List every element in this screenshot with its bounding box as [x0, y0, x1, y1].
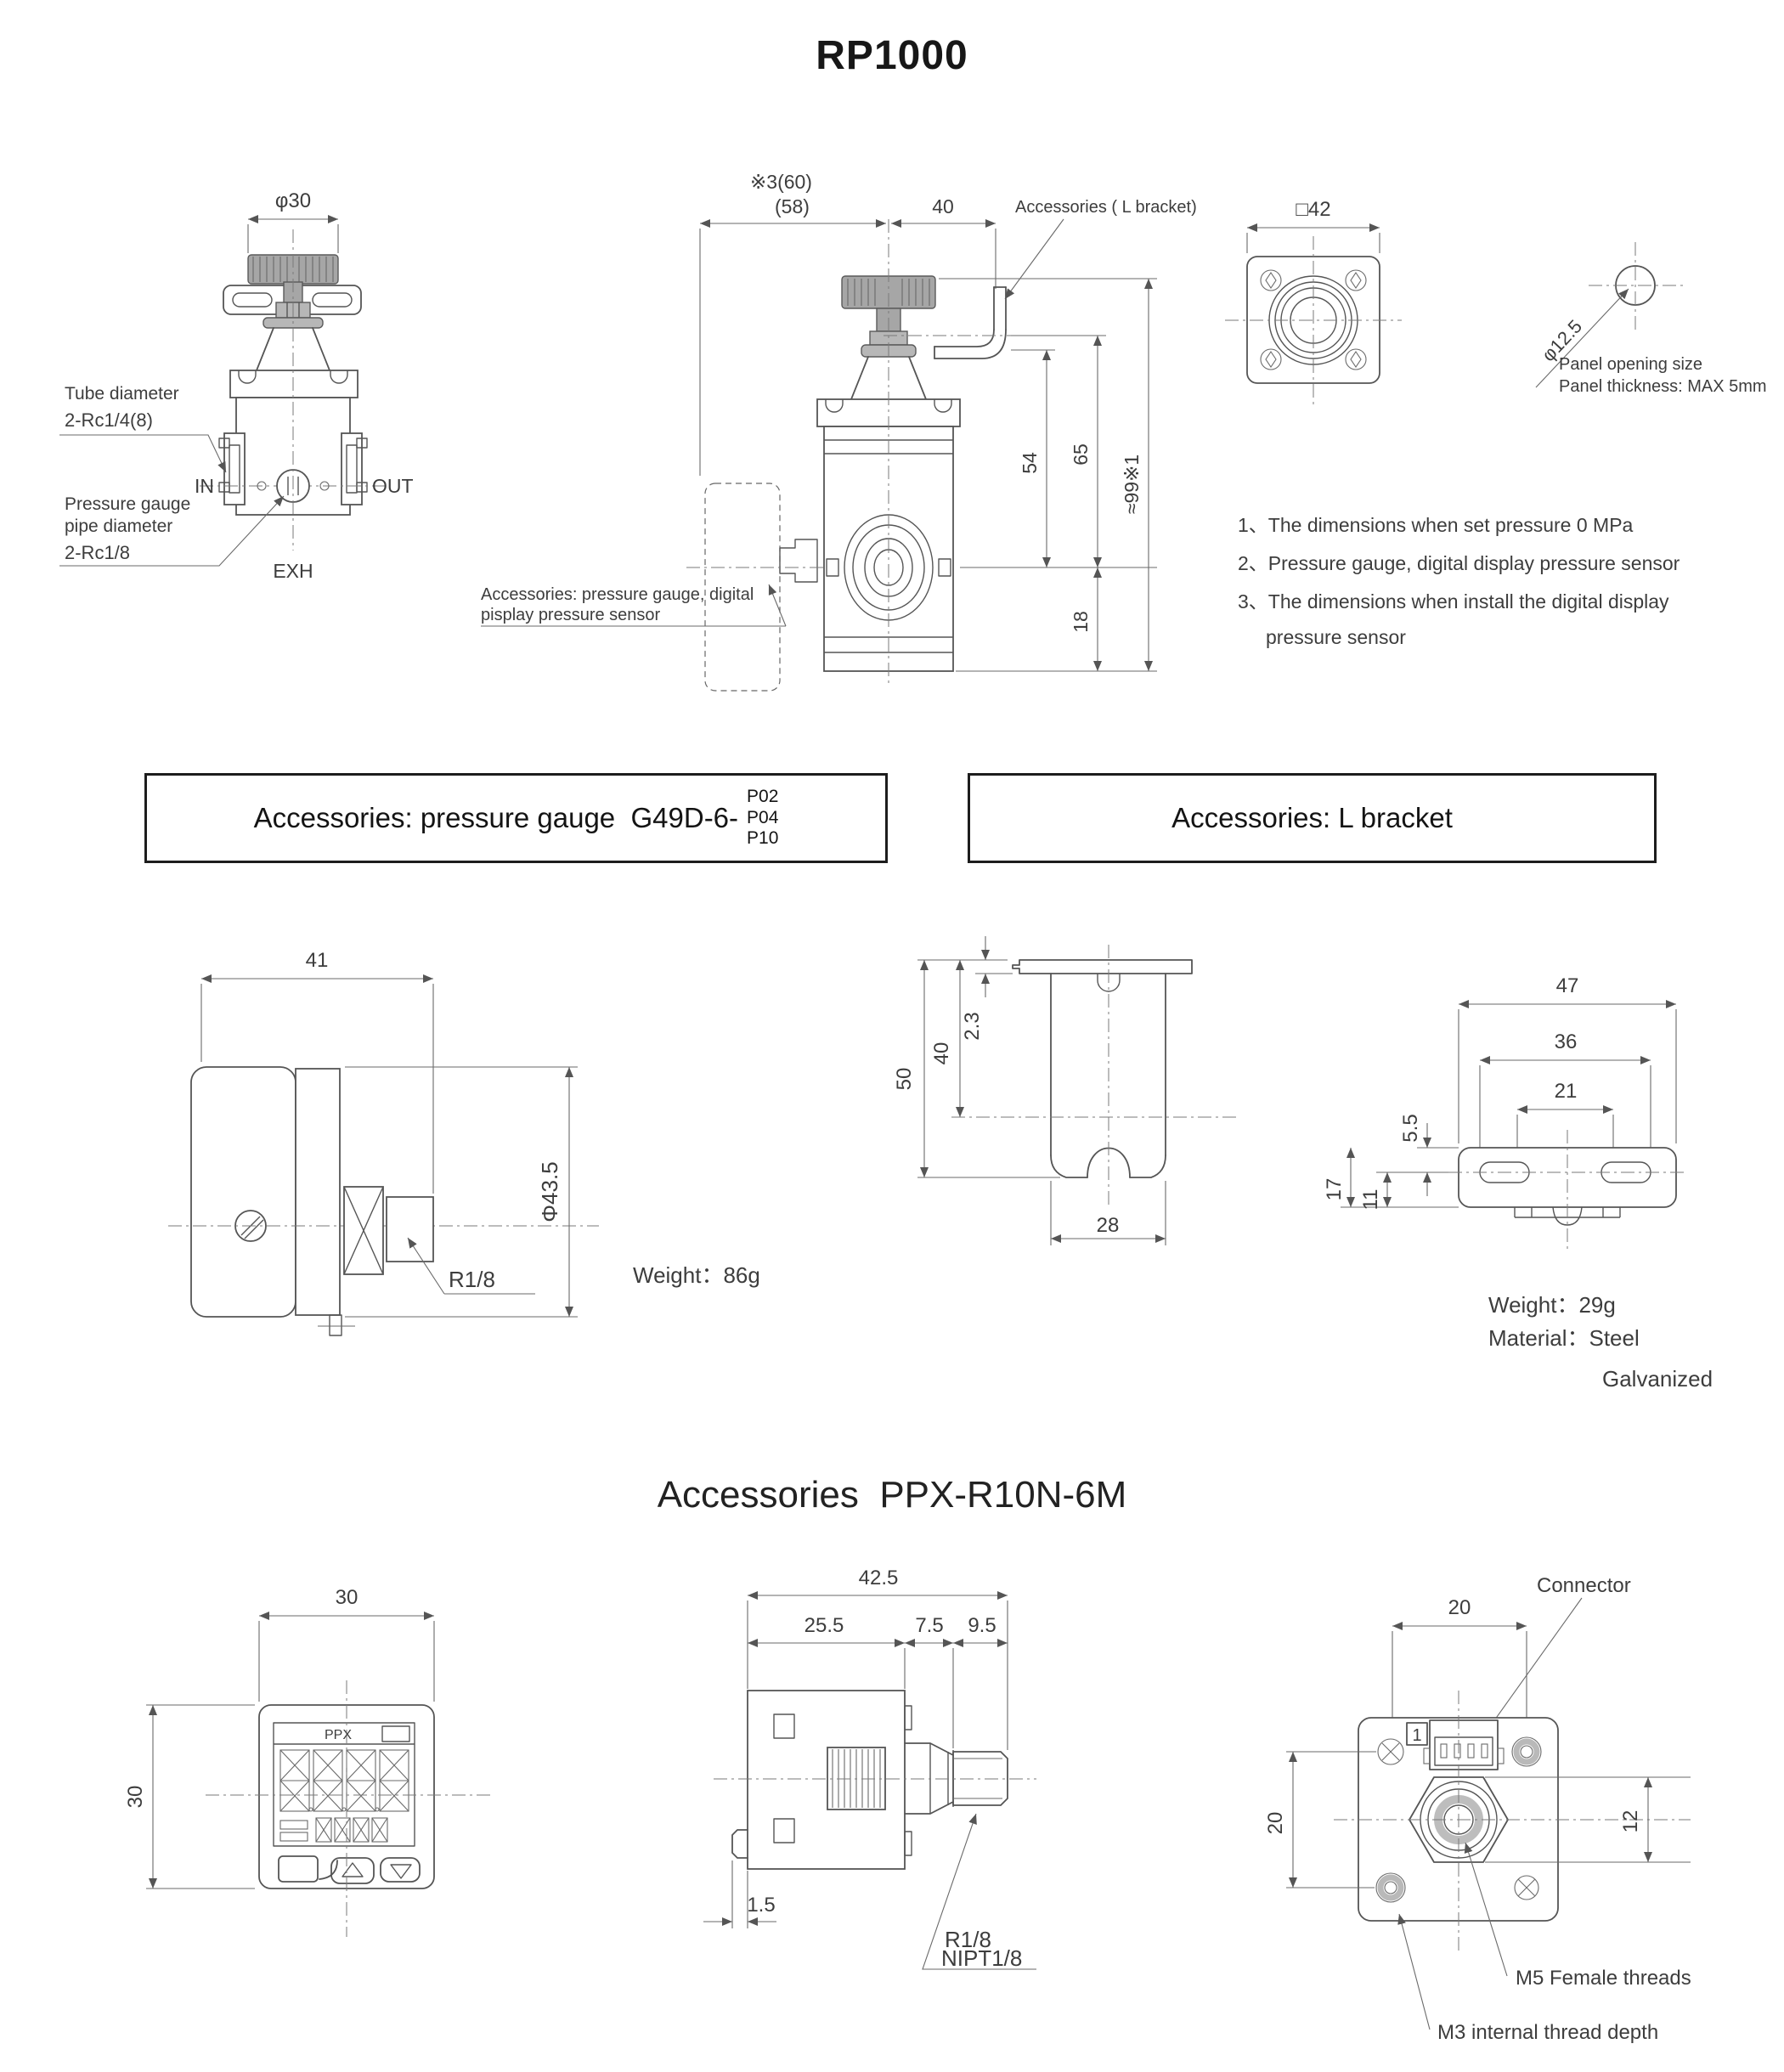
- gauge-accessory-title-box: Accessories: pressure gauge G49D-6- P02 …: [144, 773, 888, 863]
- in-port-label: IN: [195, 475, 214, 497]
- dim-40-label: 40: [930, 1042, 953, 1065]
- bracket-box-title: Accessories: L bracket: [1171, 802, 1453, 833]
- note-3-line1: 3、The dimensions when install the digita…: [1238, 590, 1669, 613]
- ppx-back-linework: [1286, 1597, 1691, 2030]
- ppx-front-linework: [146, 1612, 493, 1937]
- dim-65-label: 65: [1070, 443, 1092, 466]
- gauge-linework: [168, 974, 599, 1336]
- dim-phi435-label: Φ43.5: [537, 1161, 562, 1222]
- dim-phi30-label: φ30: [275, 189, 311, 212]
- dim-11-label: 11: [1359, 1189, 1382, 1211]
- gauge-pipe-label-2: pipe diameter: [65, 517, 172, 536]
- dim-18-label: 18: [1070, 611, 1092, 633]
- ppx-back-dim-top-label: 20: [1448, 1596, 1471, 1619]
- dim-41-label: 41: [306, 949, 329, 972]
- connector-label: Connector: [1537, 1574, 1631, 1597]
- dim-55-label: 5.5: [1399, 1114, 1422, 1142]
- m3-thread-label: M3 internal thread depth: [1437, 2021, 1658, 2044]
- front-view-drawing: φ30 Tube diameter 2-Rc1/4(8) Pressure ga…: [59, 189, 414, 582]
- page-title: RP1000: [816, 33, 968, 78]
- gauge-option-p10: P10: [747, 828, 779, 849]
- gauge-option-p02: P02: [747, 786, 779, 806]
- gauge-box-title: Accessories: pressure gauge G49D-6-: [253, 802, 739, 833]
- r18-label: R1/8: [449, 1267, 495, 1292]
- dim-50-label: 50: [893, 1068, 916, 1091]
- side-view-linework: [481, 218, 1157, 692]
- dim-square42-label: □42: [1296, 198, 1330, 221]
- exh-port-label: EXH: [273, 560, 313, 582]
- ppx-dim-width-label: 30: [336, 1586, 358, 1609]
- panel-cutout-drawing: □42 φ12.5 Panel opening size Panel thick…: [1225, 198, 1767, 648]
- ppx-r18-label: R1/8: [945, 1927, 991, 1952]
- dim-58-label: (58): [775, 195, 810, 217]
- dim-17-label: 17: [1323, 1178, 1346, 1201]
- pressure-gauge-drawing: 41 Φ43.5 R1/8 Weight：86g: [168, 949, 760, 1336]
- panel-cutout-linework: [1225, 223, 1684, 406]
- accessory-note-line2: pisplay pressure sensor: [481, 606, 661, 624]
- dim-36-label: 36: [1555, 1030, 1578, 1053]
- bracket-side-linework: [1341, 1000, 1686, 1251]
- ppx-dim-height-label: 30: [124, 1786, 147, 1809]
- note-1: 1、The dimensions when set pressure 0 MPa: [1238, 514, 1634, 536]
- ppx-back-dim-left-label: 20: [1264, 1812, 1287, 1835]
- gauge-weight-label: Weight：86g: [633, 1262, 760, 1288]
- ppx-back-dim-right-label: 12: [1619, 1810, 1642, 1833]
- note-3-line2: pressure sensor: [1266, 626, 1406, 648]
- bracket-accessory-label: Accessories ( L bracket): [1015, 198, 1197, 217]
- m5-threads-label: M5 Female threads: [1516, 1967, 1691, 1990]
- dim-99-label: ≈99※1: [1121, 454, 1143, 514]
- ppx-side-drawing: 42.5 25.5 7.5 9.5 1.5 R1/8 NIPT1/8: [703, 1567, 1036, 1971]
- dim-40-label: 40: [932, 195, 954, 217]
- dim-21-label: 21: [1555, 1080, 1578, 1103]
- out-port-label: OUT: [372, 475, 414, 497]
- gauge-thread-label: 2-Rc1/8: [65, 542, 130, 563]
- dim-60-label: ※3(60): [750, 171, 812, 193]
- ppx-npt-label: NIPT1/8: [941, 1945, 1022, 1971]
- ppx-section-title: Accessories PPX-R10N-6M: [657, 1474, 1127, 1516]
- dim-54-label: 54: [1019, 452, 1041, 474]
- ppx-side-linework: [703, 1591, 1036, 1970]
- dim-47-label: 47: [1556, 974, 1579, 997]
- ppx-dim-75-label: 7.5: [915, 1614, 943, 1637]
- bracket-front-linework: [917, 936, 1240, 1245]
- bracket-accessory-title-box: Accessories: L bracket: [968, 773, 1657, 863]
- l-bracket-side-drawing: 47 36 21 5.5 17 11 Weight：29g Material：S…: [1323, 974, 1713, 1392]
- ppx-dim-255-label: 25.5: [804, 1614, 844, 1637]
- dim-28-label: 28: [1097, 1214, 1120, 1237]
- accessory-note-line1: Accessories: pressure gauge, digital: [481, 585, 754, 604]
- gauge-option-p04: P04: [747, 807, 779, 827]
- tube-diameter-label: Tube diameter: [65, 384, 179, 404]
- ppx-back-drawing: Connector 20 1 20 12 M5 Female threads M…: [1264, 1574, 1691, 2044]
- ppx-dim-425-label: 42.5: [859, 1567, 899, 1589]
- bracket-material-label-2: Galvanized: [1602, 1366, 1713, 1392]
- bracket-weight-label: Weight：29g: [1488, 1292, 1616, 1318]
- panel-thickness-label: Panel thickness: MAX 5mm: [1559, 377, 1767, 396]
- ppx-brand-label: PPX: [325, 1728, 352, 1742]
- ppx-front-drawing: 30 30 PPX: [124, 1586, 493, 1937]
- gauge-pipe-label-1: Pressure gauge: [65, 494, 190, 514]
- bracket-material-label: Material：Steel: [1488, 1325, 1640, 1351]
- side-view-drawing: ※3(60) (58) 40 Accessories ( L bracket) …: [481, 171, 1197, 692]
- tube-thread-label: 2-Rc1/4(8): [65, 409, 153, 431]
- front-view-linework: [59, 215, 387, 567]
- ppx-dim-15-label: 1.5: [747, 1894, 775, 1917]
- ppx-dim-95-label: 9.5: [968, 1614, 996, 1637]
- ppx-back-badge: 1: [1412, 1726, 1421, 1745]
- gauge-box-options: P02 P04 P10: [747, 787, 778, 850]
- l-bracket-front-drawing: 50 40 2.3 28: [893, 936, 1240, 1245]
- note-2: 2、Pressure gauge, digital display pressu…: [1238, 552, 1680, 574]
- dim-23-label: 2.3: [961, 1012, 984, 1040]
- panel-opening-label: Panel opening size: [1559, 355, 1702, 374]
